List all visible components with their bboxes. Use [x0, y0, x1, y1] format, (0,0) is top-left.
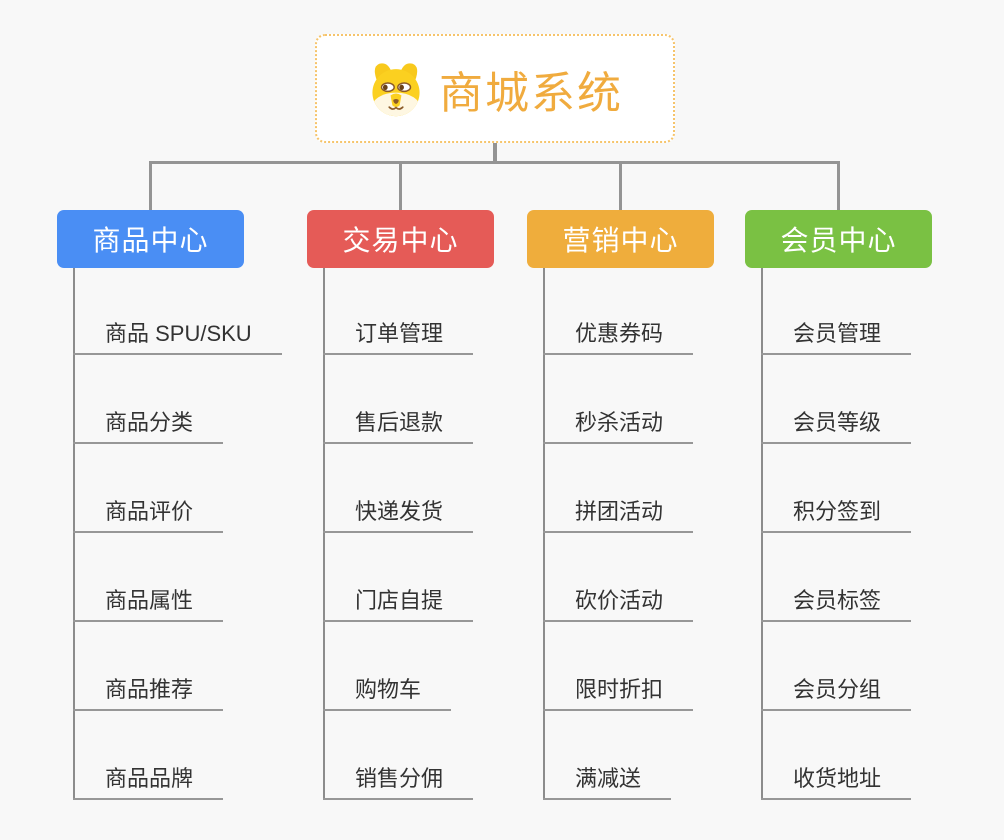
child-node-2-1[interactable]: 秒杀活动 — [543, 404, 694, 444]
child-node-2-2[interactable]: 拼团活动 — [543, 493, 694, 533]
child-node-1-0[interactable]: 订单管理 — [323, 315, 474, 355]
branch-label: 营销中心 — [562, 225, 679, 256]
child-node-2-3[interactable]: 砍价活动 — [543, 582, 694, 622]
child-node-1-2[interactable]: 快递发货 — [323, 493, 474, 533]
child-node-3-2[interactable]: 积分签到 — [761, 493, 912, 533]
child-node-3-5[interactable]: 收货地址 — [761, 760, 912, 800]
child-node-1-4[interactable]: 购物车 — [323, 671, 452, 711]
branch-label: 会员中心 — [780, 225, 897, 256]
branch-header-2[interactable]: 营销中心 — [527, 210, 714, 268]
child-node-0-2[interactable]: 商品评价 — [73, 493, 224, 533]
child-node-0-0[interactable]: 商品 SPU/SKU — [73, 315, 282, 355]
branch-header-3[interactable]: 会员中心 — [745, 210, 932, 268]
child-node-0-4[interactable]: 商品推荐 — [73, 671, 224, 711]
connector-branch-stub-0 — [149, 163, 152, 210]
branch-label: 交易中心 — [342, 225, 459, 256]
branch-spine-2 — [543, 268, 545, 800]
child-node-3-0[interactable]: 会员管理 — [761, 315, 912, 355]
branch-label: 商品中心 — [92, 225, 209, 256]
root-node[interactable]: 商城系统 — [315, 34, 675, 143]
branch-spine-0 — [73, 268, 75, 800]
branch-header-1[interactable]: 交易中心 — [307, 210, 494, 268]
connector-branch-stub-2 — [619, 163, 622, 210]
child-node-0-5[interactable]: 商品品牌 — [73, 760, 224, 800]
child-node-2-5[interactable]: 满减送 — [543, 760, 672, 800]
connector-branch-stub-1 — [399, 163, 402, 210]
child-node-1-5[interactable]: 销售分佣 — [323, 760, 474, 800]
connector-root-stub — [493, 143, 497, 163]
child-node-2-0[interactable]: 优惠券码 — [543, 315, 694, 355]
child-node-2-4[interactable]: 限时折扣 — [543, 671, 694, 711]
connector-rail — [149, 161, 840, 164]
branch-spine-1 — [323, 268, 325, 800]
child-node-3-1[interactable]: 会员等级 — [761, 404, 912, 444]
branch-header-0[interactable]: 商品中心 — [57, 210, 244, 268]
connector-branch-stub-3 — [837, 163, 840, 210]
child-node-1-1[interactable]: 售后退款 — [323, 404, 474, 444]
root-title: 商城系统 — [439, 68, 623, 118]
child-node-0-3[interactable]: 商品属性 — [73, 582, 224, 622]
child-node-3-3[interactable]: 会员标签 — [761, 582, 912, 622]
child-node-3-4[interactable]: 会员分组 — [761, 671, 912, 711]
branch-spine-3 — [761, 268, 763, 800]
child-node-1-3[interactable]: 门店自提 — [323, 582, 474, 622]
dog-logo-icon — [367, 60, 425, 118]
child-node-0-1[interactable]: 商品分类 — [73, 404, 224, 444]
